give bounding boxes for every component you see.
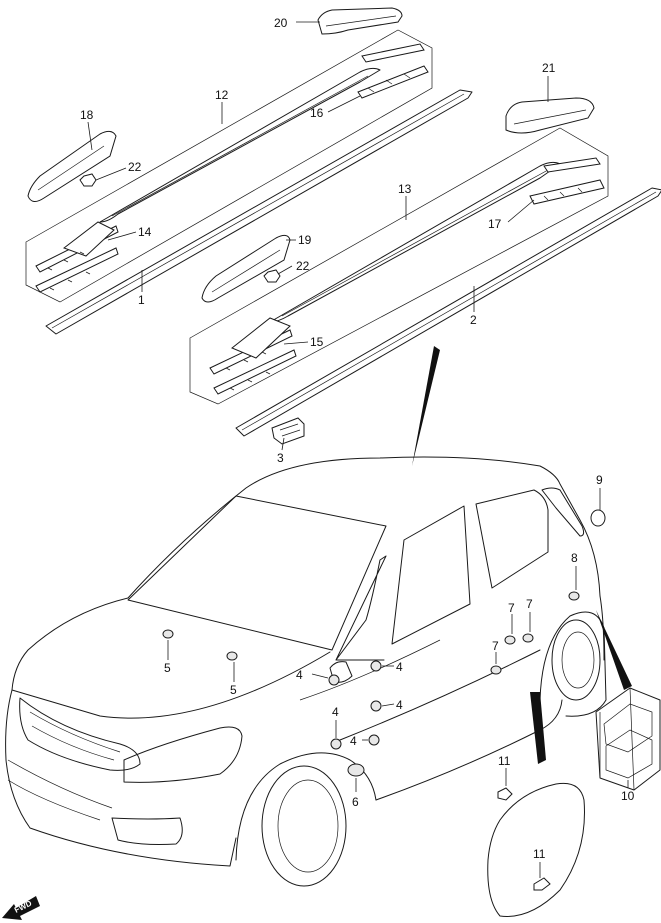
- front-bumper: [5, 689, 237, 867]
- callout-19: 19: [298, 233, 312, 247]
- part-7-grommet-c: [522, 633, 534, 643]
- callout-7-b: 7: [508, 601, 515, 615]
- leader-lines: [87, 21, 629, 878]
- lower-parts: [487, 687, 661, 917]
- front-wheel-arch: [235, 752, 377, 861]
- forward-direction-marker: FWD: [2, 896, 40, 920]
- part-16-bracket: [357, 65, 429, 99]
- callout-7-a: 7: [492, 639, 499, 653]
- part-22-nut-left: [79, 173, 97, 187]
- callout-5-b: 5: [230, 683, 237, 697]
- callout-17: 17: [488, 217, 502, 231]
- callout-22-left: 22: [128, 160, 142, 174]
- callout-14: 14: [138, 225, 152, 239]
- part-4-grommet-b: [370, 660, 382, 672]
- part-18-end-cap: [27, 130, 117, 202]
- part-11-clip-b: [533, 877, 551, 891]
- car-roof-outline: [127, 456, 605, 661]
- callout-9: 9: [596, 473, 603, 487]
- fog-light: [111, 817, 183, 845]
- callout-labels: 20 21 12 16 18 22 13 17 14 19 22 1 2 15 …: [80, 16, 635, 861]
- callout-22-right: 22: [296, 259, 310, 273]
- right-roof-rail-group: [189, 97, 661, 445]
- right-rail-box: [189, 127, 609, 405]
- callout-15: 15: [310, 335, 324, 349]
- part-6-grommet: [347, 763, 365, 777]
- callout-6: 6: [352, 795, 359, 809]
- callout-11-b: 11: [533, 847, 546, 861]
- rear-window-pillar: [541, 487, 585, 537]
- part-4-grommet-a: [328, 674, 340, 686]
- callout-4-d: 4: [332, 705, 339, 719]
- car-body-outline: [5, 456, 607, 887]
- part-4-grommet-d: [330, 738, 342, 750]
- rear-wheel: [551, 619, 601, 701]
- rear-quarter-window: [475, 489, 549, 589]
- part-22-nut-right: [263, 269, 281, 283]
- front-door-window: [335, 555, 387, 661]
- roof-pointer: [412, 346, 440, 466]
- mudflap-pointer: [530, 692, 546, 764]
- callout-13: 13: [398, 182, 412, 196]
- part-11-mud-flap: [487, 782, 585, 917]
- front-wheel: [261, 765, 347, 887]
- callout-20: 20: [274, 16, 288, 30]
- part-4-grommet-c: [370, 700, 382, 712]
- headlight: [123, 726, 243, 783]
- grille: [19, 697, 141, 771]
- callout-11-a: 11: [498, 754, 511, 768]
- part-5-grommet-a: [162, 629, 174, 639]
- callout-4-c: 4: [396, 698, 403, 712]
- callout-1: 1: [138, 293, 145, 307]
- part-8-grommet: [568, 591, 580, 601]
- callout-5-a: 5: [164, 661, 171, 675]
- callout-12: 12: [215, 88, 229, 102]
- part-5-grommet-b: [226, 651, 238, 661]
- callout-7-c: 7: [526, 597, 533, 611]
- left-roof-rail-group: [25, 7, 473, 335]
- callout-4-b: 4: [396, 660, 403, 674]
- part-17-bracket: [529, 179, 605, 205]
- callout-10: 10: [621, 789, 635, 803]
- part-9-plug: [590, 509, 606, 527]
- callout-21: 21: [542, 61, 556, 75]
- part-11-clip-a: [497, 787, 513, 801]
- callout-2: 2: [470, 313, 477, 327]
- rear-door-window: [391, 505, 471, 645]
- callout-4-e: 4: [350, 734, 357, 748]
- part-12-rail: [99, 67, 381, 223]
- rear-wheel-arch: [539, 611, 605, 701]
- callout-16: 16: [310, 106, 324, 120]
- part-7-grommet-b: [504, 635, 516, 645]
- hood: [11, 597, 331, 719]
- callout-4-a: 4: [296, 668, 303, 682]
- pointer-wedges: [412, 346, 632, 764]
- callout-3: 3: [277, 451, 284, 465]
- part-3-clip: [271, 417, 305, 445]
- body-fasteners: [162, 509, 606, 777]
- part-21-end-cap: [505, 97, 595, 134]
- part-19-end-cap: [201, 234, 291, 303]
- part-7-grommet-a: [490, 665, 502, 675]
- callout-18: 18: [80, 108, 94, 122]
- fwd-arrow-icon: [2, 896, 40, 920]
- callout-8: 8: [571, 551, 578, 565]
- left-rail-box: [25, 29, 433, 303]
- vent-pointer: [596, 610, 632, 690]
- part-1-rail: [45, 89, 473, 335]
- part-4-grommet-e: [368, 734, 380, 746]
- windshield: [127, 495, 387, 651]
